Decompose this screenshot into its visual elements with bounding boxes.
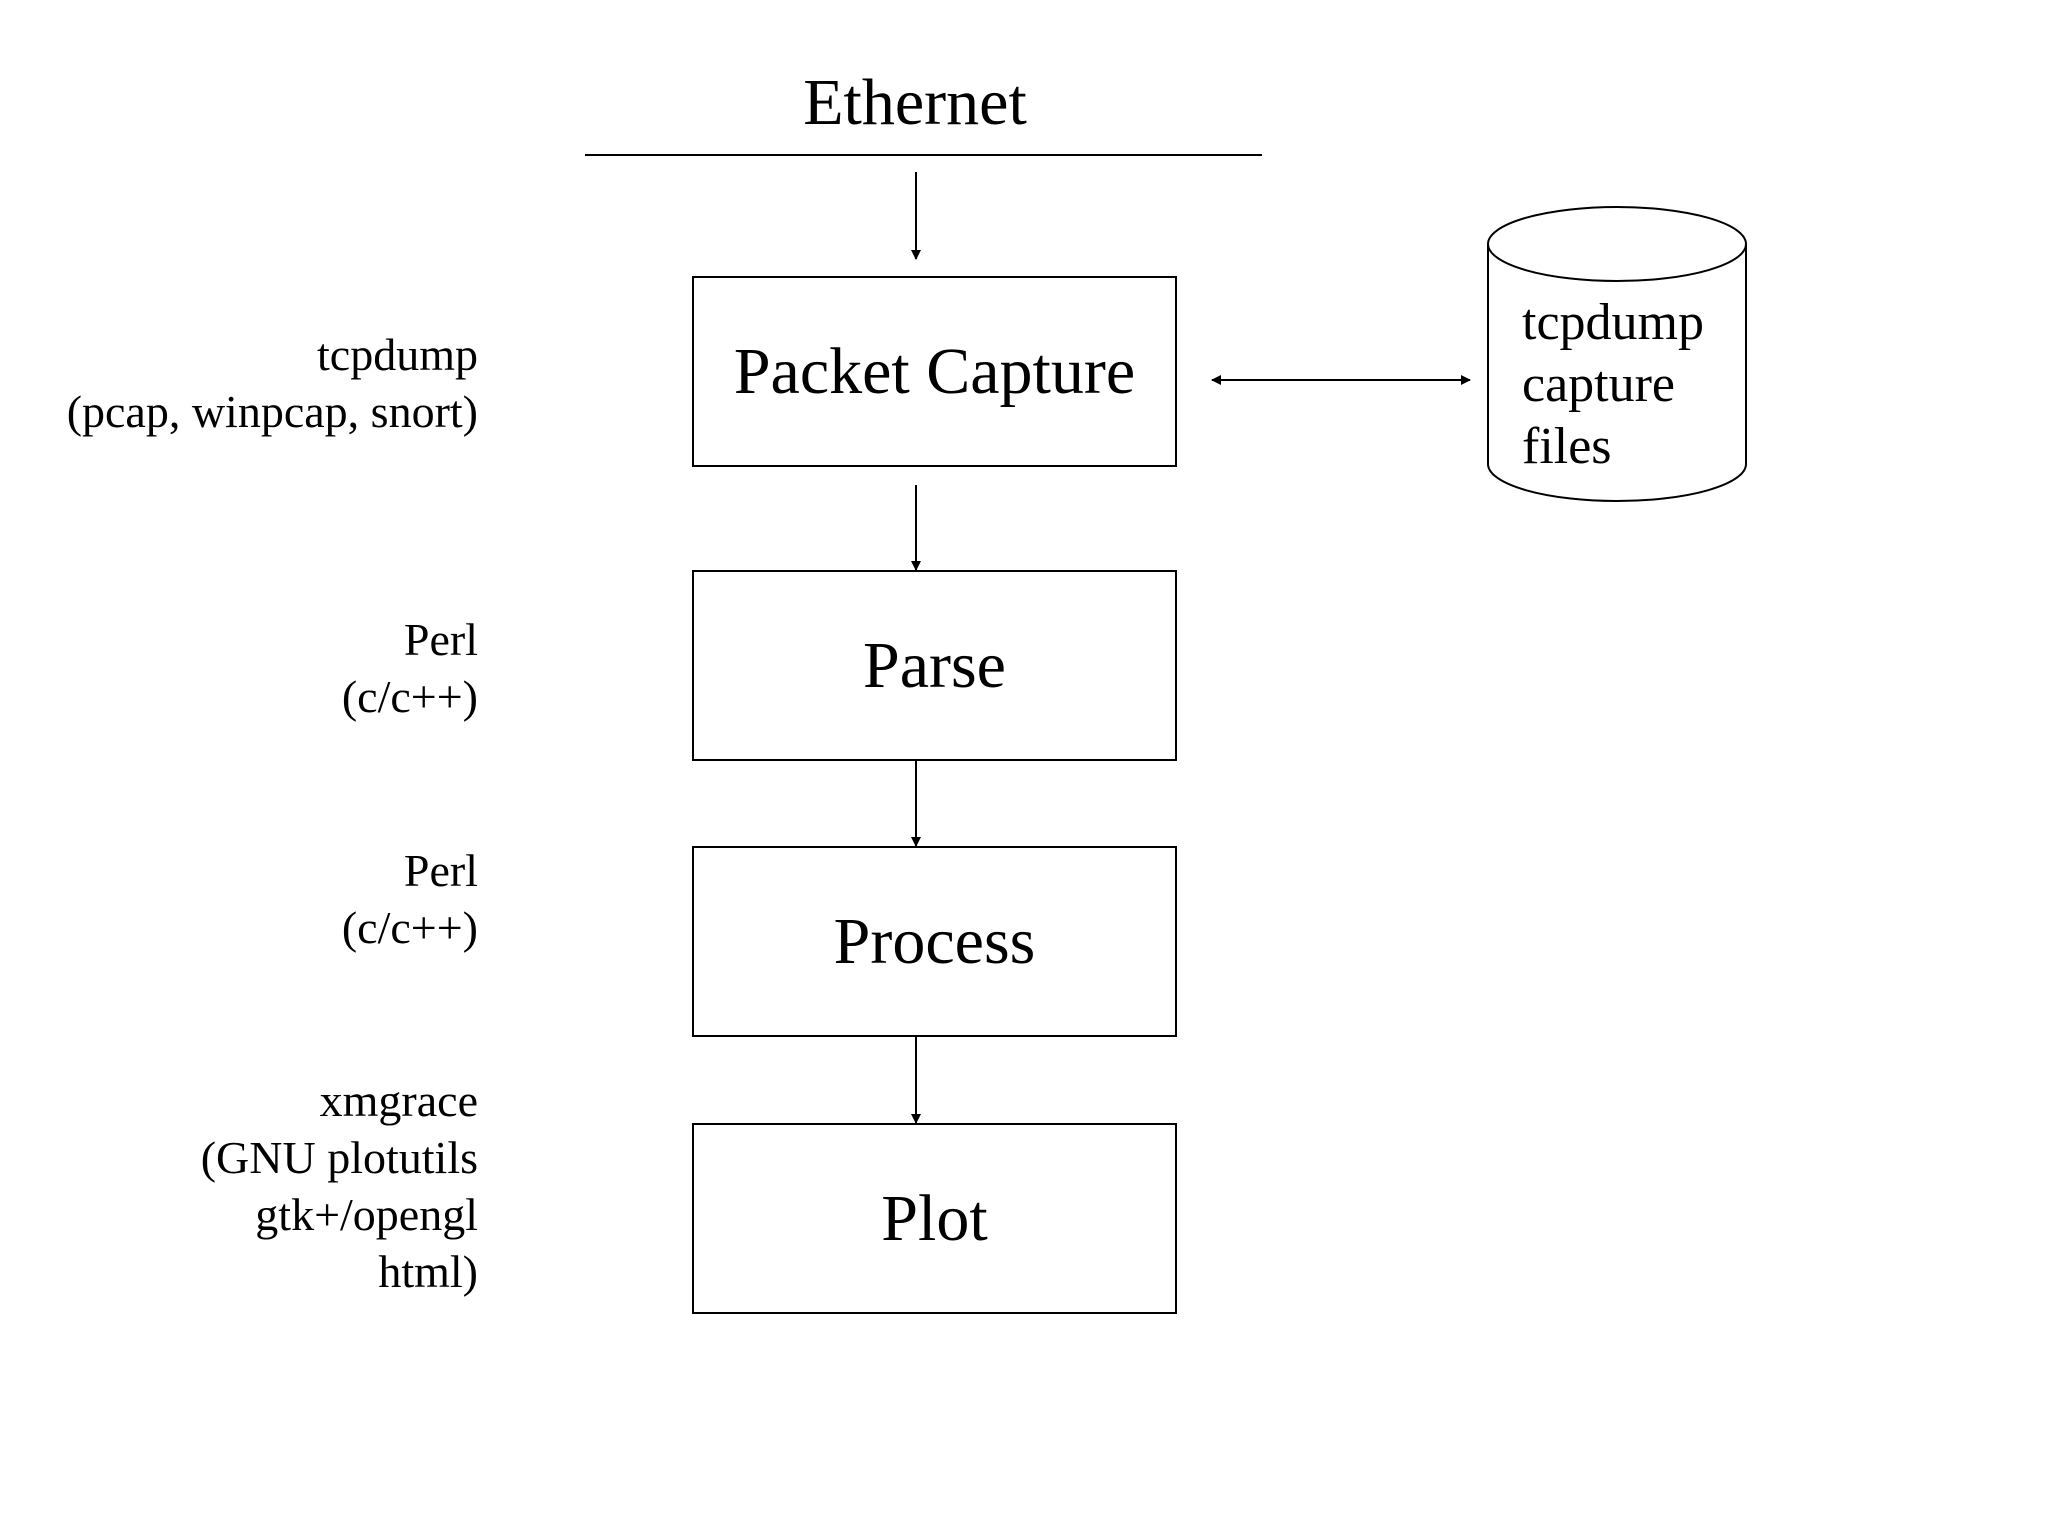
tool-line: xmgrace	[319, 1075, 478, 1126]
parse-tools-label: Perl (c/c++)	[342, 611, 478, 725]
ethernet-title: Ethernet	[803, 66, 1027, 139]
tool-line: (c/c++)	[341, 671, 478, 722]
tool-line: gtk+/opengl	[255, 1189, 478, 1240]
storage-line: capture	[1522, 356, 1676, 413]
process-box: Process	[692, 846, 1177, 1037]
storage-label: tcpdump capture files	[1522, 292, 1704, 478]
process-label: Process	[833, 904, 1036, 978]
packet-capture-label: Packet Capture	[733, 334, 1136, 408]
parse-box: Parse	[692, 570, 1177, 761]
capture-tools-label: tcpdump (pcap, winpcap, snort)	[67, 326, 478, 440]
plot-tools-label: xmgrace (GNU plotutils gtk+/opengl html)	[201, 1072, 478, 1300]
tool-line: Perl	[403, 614, 478, 665]
process-tools-label: Perl (c/c++)	[342, 842, 478, 956]
tool-line: (GNU plotutils	[200, 1132, 478, 1183]
packet-capture-box: Packet Capture	[692, 276, 1177, 467]
tool-line: (pcap, winpcap, snort)	[66, 386, 478, 437]
tool-line: Perl	[403, 845, 478, 896]
storage-line: tcpdump	[1522, 294, 1704, 351]
tool-line: html)	[378, 1246, 478, 1297]
storage-cylinder	[1487, 206, 1747, 502]
tool-line: tcpdump	[317, 329, 478, 380]
plot-box: Plot	[692, 1123, 1177, 1314]
tool-line: (c/c++)	[341, 902, 478, 953]
parse-label: Parse	[863, 628, 1006, 702]
plot-label: Plot	[881, 1181, 988, 1255]
storage-line: files	[1522, 418, 1612, 475]
